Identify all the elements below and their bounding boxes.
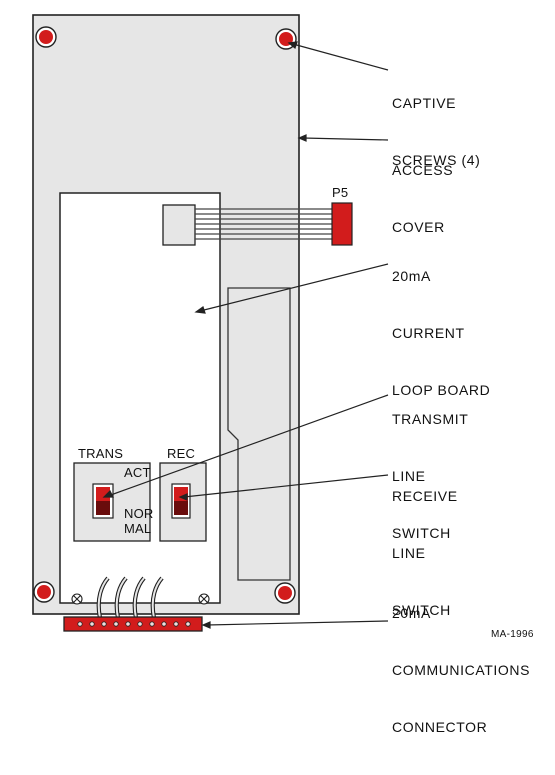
p5-label: P5 bbox=[332, 185, 349, 200]
rec-label: REC bbox=[167, 446, 196, 461]
board-connector-block bbox=[162, 204, 196, 246]
diagram: P5 TRANS REC ACT NOR MAL CAPTIVE SCREWS … bbox=[32, 14, 534, 735]
captive-screw-top-left bbox=[35, 26, 57, 48]
captive-screw-bottom-left bbox=[33, 581, 55, 603]
trans-switch-housing bbox=[73, 462, 151, 542]
callout-comms-connector: 20mA COMMUNICATIONS CONNECTOR bbox=[392, 605, 531, 735]
callout-captive-screws: CAPTIVE SCREWS (4) bbox=[392, 95, 481, 168]
captive-screw-bottom-right bbox=[274, 582, 296, 604]
normal-label-line2: MAL bbox=[124, 521, 152, 536]
access-cover-drawing bbox=[32, 14, 389, 632]
callout-access-cover: ACCESS COVER bbox=[392, 162, 454, 235]
callout-loop-board: 20mA CURRENT LOOP BOARD bbox=[392, 268, 491, 398]
trans-label: TRANS bbox=[78, 446, 124, 461]
leader-lines bbox=[102, 41, 389, 629]
communications-connector bbox=[63, 616, 203, 632]
act-label: ACT bbox=[124, 465, 151, 480]
board-mount-screws bbox=[71, 593, 210, 605]
ribbon-cable bbox=[195, 208, 332, 240]
normal-label-line1: NOR bbox=[124, 506, 154, 521]
p5-connector bbox=[331, 202, 353, 246]
callout-transmit-switch: TRANSMIT LINE SWITCH bbox=[392, 411, 469, 541]
figure-id: MA-1996 bbox=[491, 629, 534, 640]
callout-receive-switch: RECEIVE LINE SWITCH bbox=[392, 488, 458, 618]
